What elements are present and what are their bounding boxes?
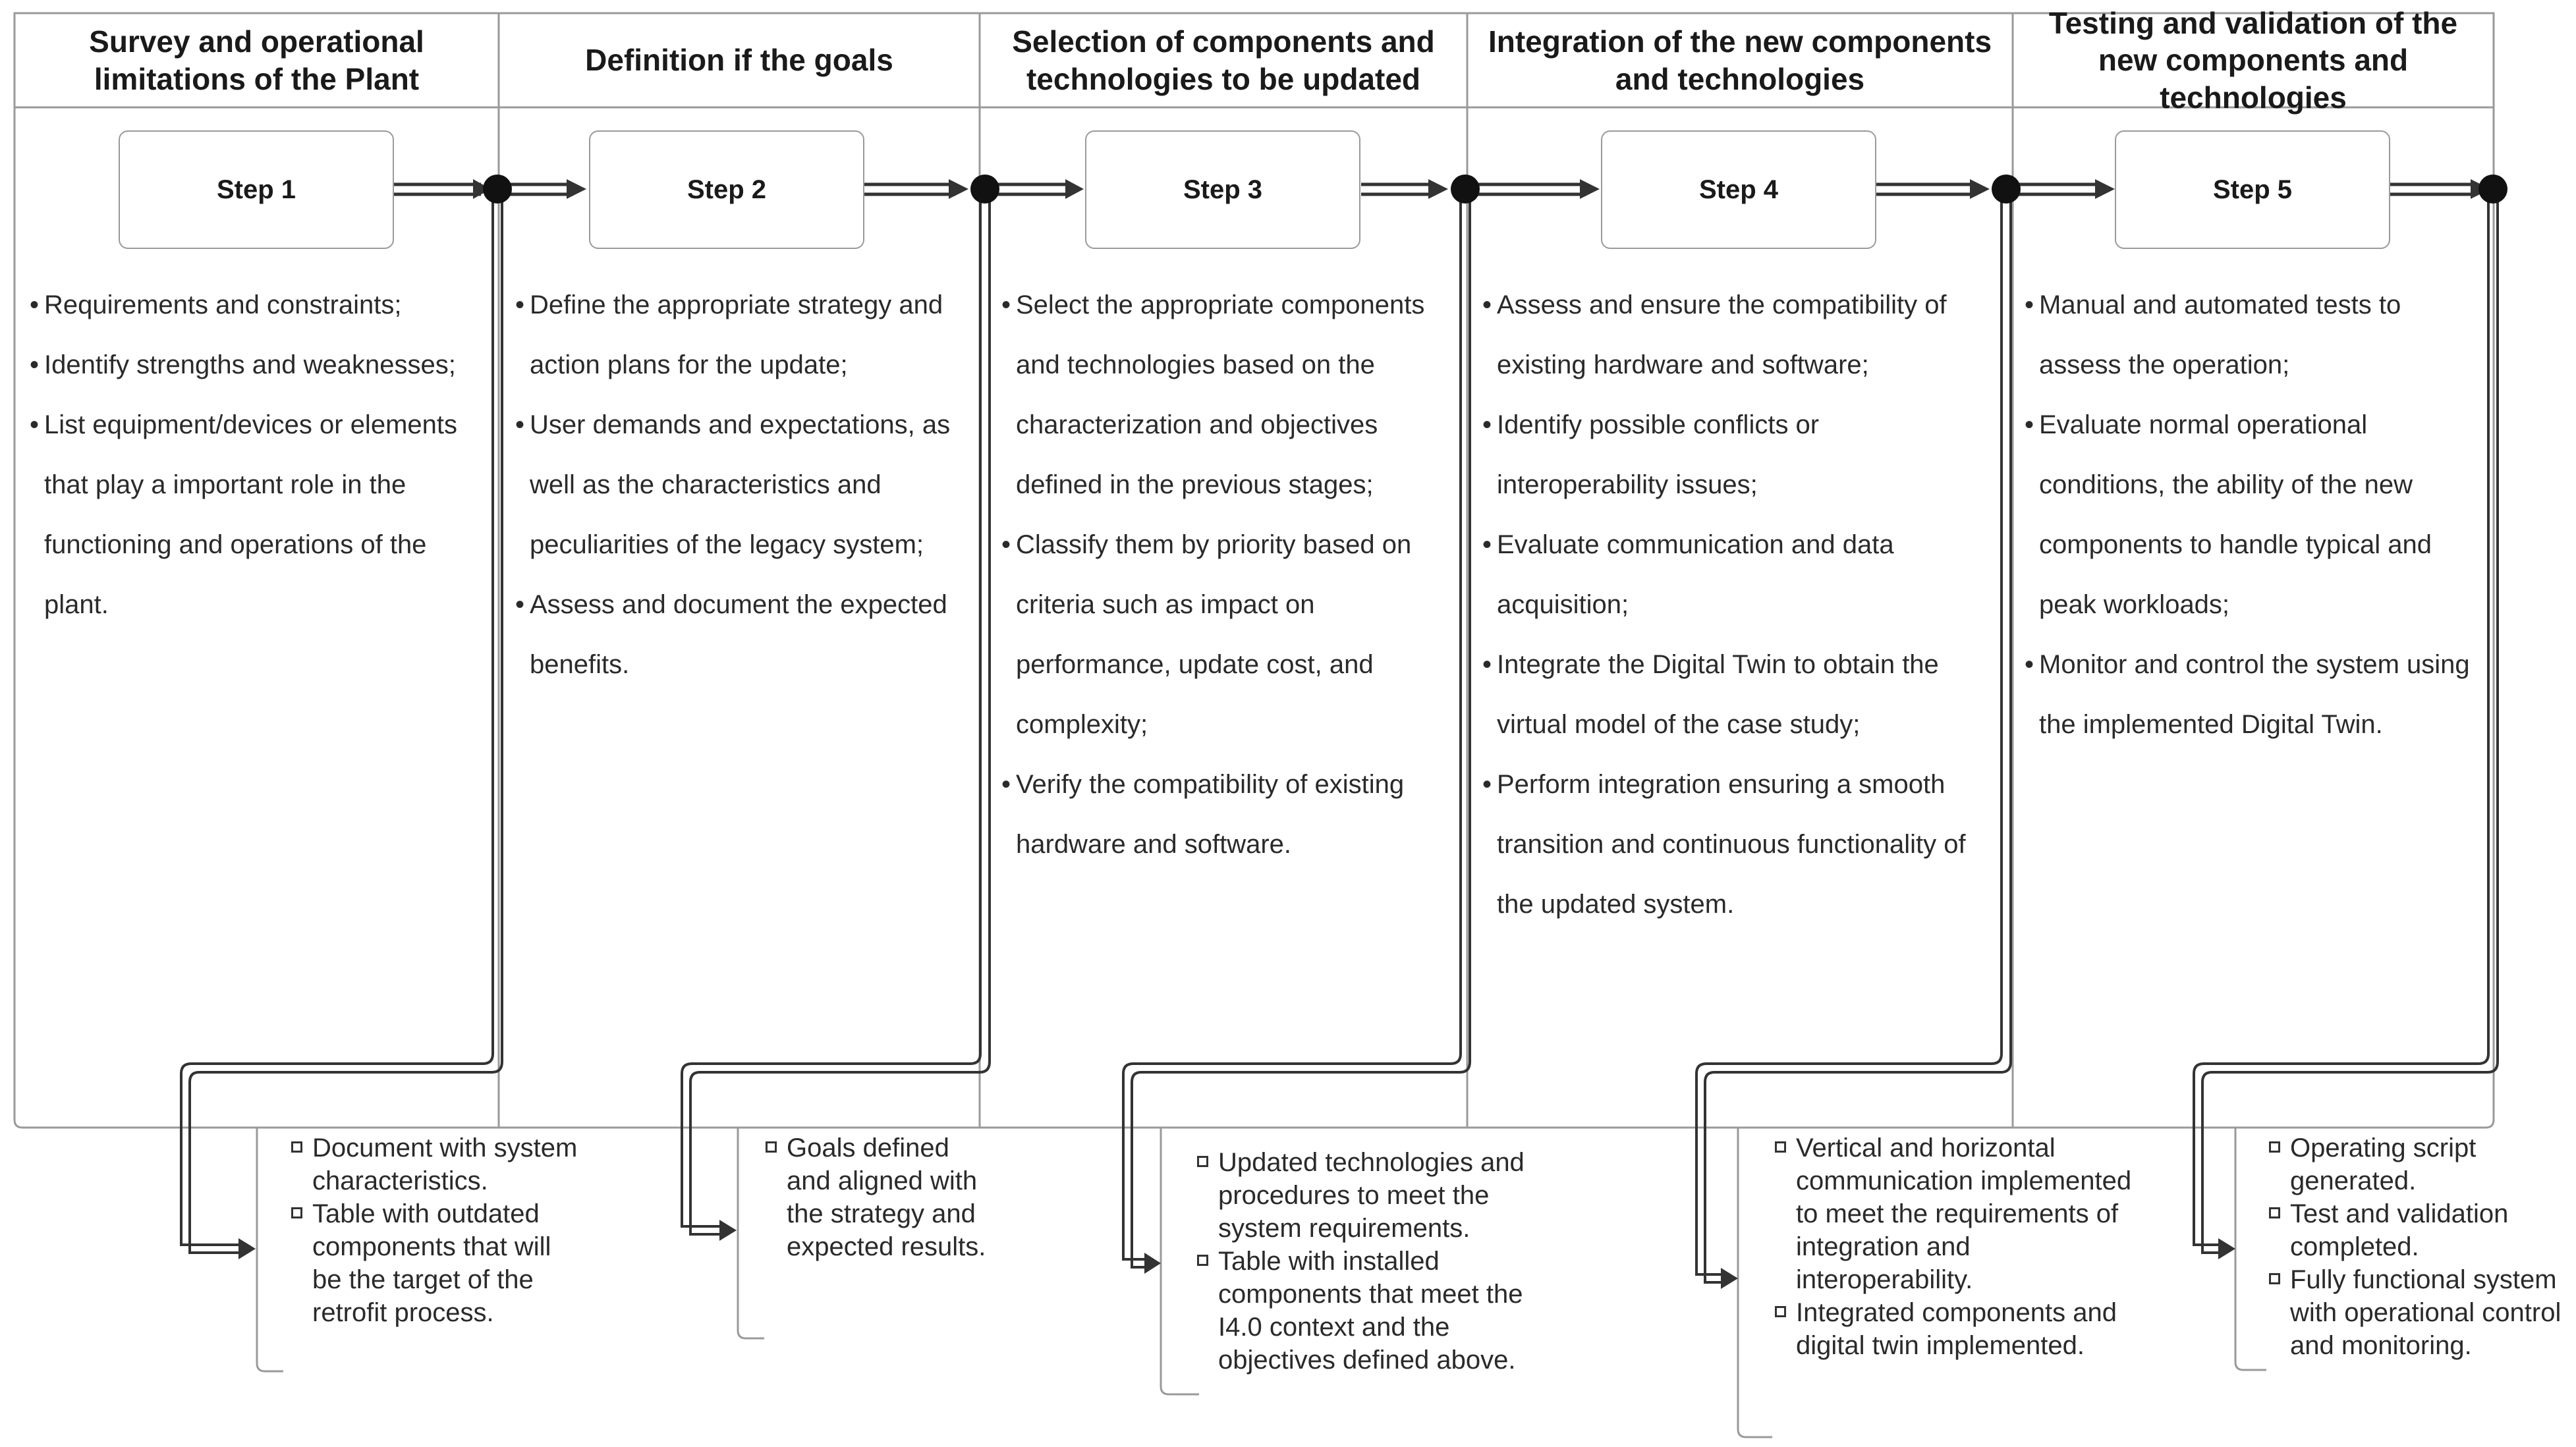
step-2-outputs: Goals defined and aligned with the strat…	[764, 1132, 988, 1263]
output-box-border-3	[1160, 1126, 1199, 1396]
output-connector-4	[1695, 189, 2012, 1289]
step-box-3: Step 3	[1085, 130, 1360, 249]
step-3-activity: Classify them by priority based on crite…	[1001, 515, 1443, 755]
step-2-output: Goals defined and aligned with the strat…	[764, 1132, 988, 1263]
junction-dots	[483, 175, 2507, 204]
column-header-5: Testing and validation of the new compon…	[2048, 6, 2458, 115]
step-5-outputs: Operating script generated. Test and val…	[2268, 1132, 2572, 1362]
step-4-activity: Evaluate communication and data acquisit…	[1482, 515, 1990, 635]
column-header-4: Integration of the new components and te…	[1488, 24, 1992, 96]
step-box-5: Step 5	[2115, 130, 2390, 249]
step-1-activity: Requirements and constraints;	[30, 275, 491, 335]
step-3-outputs: Updated technologies and procedures to m…	[1196, 1146, 1565, 1377]
output-connectors	[180, 189, 2499, 1289]
step-2-activity: User demands and expectations, as well a…	[515, 395, 955, 575]
step-4-activities: Assess and ensure the compatibility of e…	[1482, 275, 1990, 935]
output-box-border-4	[1737, 1126, 1772, 1438]
flow-arrow-3	[864, 179, 968, 199]
frame-outline	[13, 12, 2495, 1129]
step-box-1: Step 1	[119, 130, 394, 249]
junction-dot-3	[1451, 175, 1480, 204]
step-2-activity: Assess and document the expected benefit…	[515, 575, 955, 695]
flow-arrow-7	[1876, 179, 1990, 199]
step-4-output: Vertical and horizontal communication im…	[1774, 1132, 2142, 1296]
column-header-1: Survey and operational limitations of th…	[89, 24, 424, 96]
step-1-activity: Identify strengths and weaknesses;	[30, 335, 491, 395]
step-1-output: Document with system characteristics.	[290, 1132, 580, 1197]
step-box-2: Step 2	[589, 130, 864, 249]
column-header-2: Definition if the goals	[585, 43, 893, 78]
step-1-activities: Requirements and constraints; Identify s…	[30, 275, 491, 635]
step-3-activity: Verify the compatibility of existing har…	[1001, 755, 1443, 875]
flow-arrow-6	[1470, 179, 1600, 199]
junction-dot-1	[483, 175, 512, 204]
output-box-border-2	[737, 1126, 764, 1340]
output-connector-2	[681, 189, 991, 1241]
junction-dot-4	[1992, 175, 2021, 204]
flow-arrows	[394, 179, 2490, 199]
output-connector-1	[180, 189, 503, 1259]
output-connector-3	[1122, 189, 1471, 1274]
flow-arrow-8	[2013, 179, 2115, 199]
step-2-activity: Define the appropriate strategy and acti…	[515, 275, 955, 395]
step-box-4: Step 4	[1601, 130, 1876, 249]
junction-dot-5	[2478, 175, 2507, 204]
step-5-output: Test and validation completed.	[2268, 1197, 2572, 1263]
flow-arrow-9	[2390, 179, 2490, 199]
step-3-activities: Select the appropriate components and te…	[1001, 275, 1443, 875]
step-1-activity: List equipment/devices or elements that …	[30, 395, 491, 635]
step-4-activity: Perform integration ensuring a smooth tr…	[1482, 755, 1990, 935]
step-5-activity: Evaluate normal operational conditions, …	[2025, 395, 2479, 635]
output-box-borders	[256, 1126, 2266, 1438]
step-5-output: Operating script generated.	[2268, 1132, 2572, 1197]
step-4-outputs: Vertical and horizontal communication im…	[1774, 1132, 2142, 1362]
output-connector-5	[2193, 189, 2499, 1259]
step-3-activity: Select the appropriate components and te…	[1001, 275, 1443, 515]
step-5-activity: Manual and automated tests to assess the…	[2025, 275, 2479, 395]
flow-arrow-1	[394, 179, 491, 199]
step-4-activity: Assess and ensure the compatibility of e…	[1482, 275, 1990, 395]
step-1-output: Table with outdated components that will…	[290, 1197, 580, 1329]
step-1-outputs: Document with system characteristics. Ta…	[290, 1132, 580, 1329]
output-box-border-1	[256, 1126, 283, 1373]
step-3-output: Updated technologies and procedures to m…	[1196, 1146, 1565, 1245]
step-4-activity: Identify possible conflicts or interoper…	[1482, 395, 1990, 515]
column-header-3: Selection of components and technologies…	[1012, 24, 1435, 96]
step-5-activity: Monitor and control the system using the…	[2025, 635, 2479, 755]
step-4-output: Integrated components and digital twin i…	[1774, 1296, 2142, 1362]
output-box-border-5	[2234, 1126, 2266, 1371]
step-3-output: Table with installed components that mee…	[1196, 1245, 1565, 1377]
step-4-activity: Integrate the Digital Twin to obtain the…	[1482, 635, 1990, 755]
flow-arrow-5	[1361, 179, 1448, 199]
step-5-activities: Manual and automated tests to assess the…	[2025, 275, 2479, 755]
step-5-output: Fully functional system with operational…	[2268, 1263, 2572, 1362]
junction-dot-2	[970, 175, 999, 204]
step-2-activities: Define the appropriate strategy and acti…	[515, 275, 955, 695]
